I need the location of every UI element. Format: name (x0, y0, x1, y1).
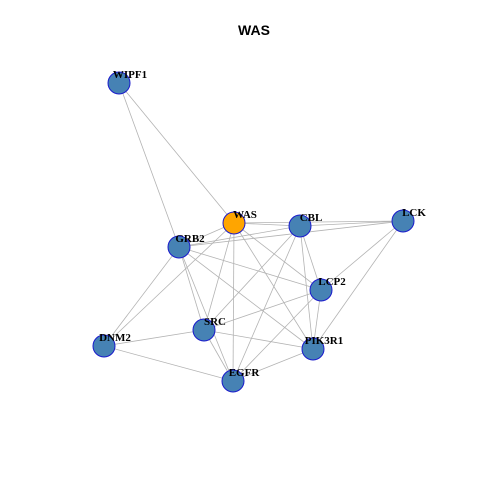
edge-grb2-lcp2 (178, 246, 322, 291)
edge-cbl-lck (299, 220, 404, 227)
diagram-title: WAS (238, 22, 270, 38)
node-label-egfr: EGFR (229, 367, 261, 379)
node-label-lcp2: LCP2 (318, 276, 346, 288)
edge-lck-lcp2 (320, 220, 404, 291)
node-lcp2 (309, 278, 333, 302)
node-src (192, 318, 216, 342)
edge-lck-pik3r1 (312, 220, 404, 350)
node-label-dnm2: DNM2 (99, 332, 131, 344)
edge-grb2-dnm2 (103, 246, 180, 347)
edge-cbl-grb2 (178, 225, 301, 248)
edge-lcp2-src (203, 289, 322, 331)
edge-dnm2-egfr (103, 345, 234, 382)
node-lck (391, 209, 415, 233)
node-wipf1 (107, 71, 131, 95)
edge-wipf1-grb2 (118, 82, 180, 248)
node-label-pik3r1: PIK3R1 (305, 335, 344, 347)
node-label-cbl: CBL (300, 212, 323, 224)
node-label-wipf1: WIPF1 (113, 69, 147, 81)
edge-grb2-pik3r1 (178, 246, 314, 350)
edge-cbl-src (203, 225, 301, 331)
node-egfr (221, 369, 245, 393)
edge-src-dnm2 (103, 329, 205, 347)
edges-layer (103, 82, 404, 382)
edge-pik3r1-egfr (232, 348, 314, 382)
edge-grb2-src (178, 246, 205, 331)
node-grb2 (167, 235, 191, 259)
node-label-was: WAS (233, 209, 257, 221)
edge-was-egfr (232, 222, 235, 382)
edge-was-pik3r1 (233, 222, 314, 350)
node-label-grb2: GRB2 (175, 233, 205, 245)
edge-lck-grb2 (178, 220, 404, 248)
edge-wipf1-was (118, 82, 235, 224)
edge-cbl-pik3r1 (299, 225, 314, 350)
edge-cbl-egfr (232, 225, 301, 382)
edge-was-lcp2 (233, 222, 322, 291)
edge-lcp2-egfr (232, 289, 322, 382)
node-label-lck: LCK (402, 207, 426, 219)
edge-grb2-egfr (178, 246, 234, 382)
edge-src-pik3r1 (203, 329, 314, 350)
node-pik3r1 (301, 337, 325, 361)
edge-was-lck (233, 220, 404, 224)
node-label-src: SRC (204, 316, 226, 328)
node-dnm2 (92, 334, 116, 358)
node-cbl (288, 214, 312, 238)
node-was (222, 211, 246, 235)
nodes-layer (92, 71, 415, 393)
